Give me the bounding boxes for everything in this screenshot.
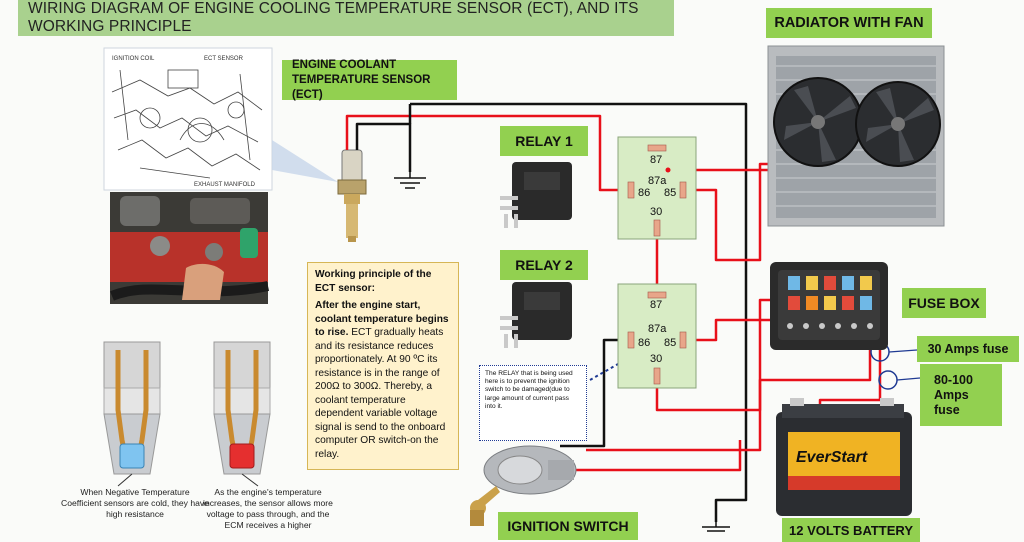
wire-relay2-ignition xyxy=(560,338,628,448)
ntc-sensor-hot xyxy=(213,341,271,475)
wire-main-ground xyxy=(410,102,748,522)
fuse-box-label: FUSE BOX xyxy=(902,288,986,318)
ect-sensor-label: ENGINE COOLANT TEMPERATURE SENSOR (ECT) xyxy=(282,58,457,101)
ignition-switch-label: IGNITION SWITCH xyxy=(498,512,638,540)
ntc-sensor-cold xyxy=(103,341,161,475)
wire-ect-relay1 xyxy=(345,114,628,192)
relay2-pin-86: 86 xyxy=(638,337,650,349)
ect-label-line2: TEMPERATURE SENSOR (ECT) xyxy=(292,73,431,101)
working-principle-box: Working principle of the ECT sensor: Aft… xyxy=(307,262,459,470)
working-principle-bold-text: After the engine start, coolant temperat… xyxy=(315,300,449,338)
working-principle-body-text: ECT gradually heats and its resistance r… xyxy=(315,327,446,460)
ect-sensor-caption: ECT SENSOR xyxy=(204,56,244,62)
relay1-pin-86: 86 xyxy=(638,187,650,199)
relay-note: The RELAY that is being used here is to … xyxy=(479,365,587,441)
ground-symbol-switch xyxy=(702,522,730,532)
fuse80-marker xyxy=(878,370,898,390)
working-principle-heading: Working principle of the ECT sensor: xyxy=(315,269,432,294)
fuse80-label: 80-100 Amps fuse xyxy=(920,364,1002,426)
wire-ect-ground xyxy=(355,122,412,172)
relay1-pin-85: 85 xyxy=(664,187,676,199)
relay1-label: RELAY 1 xyxy=(500,126,588,156)
relay2-pin-87: 87 xyxy=(650,299,662,311)
relay2-pin-30: 30 xyxy=(650,353,662,365)
relay2-pin-85: 85 xyxy=(664,337,676,349)
relay1-pin-87a: 87a xyxy=(648,175,667,187)
exhaust-manifold-caption: EXHAUST MANIFOLD xyxy=(194,182,256,188)
wire-ignition-battery xyxy=(560,440,742,472)
ground-symbol-ect xyxy=(394,172,426,189)
relay1-schematic: 87 87a 86 85 30 xyxy=(617,136,697,240)
fuse80-label-line1: 80-100 xyxy=(934,372,973,387)
relay1-pin-30: 30 xyxy=(650,206,662,218)
fuse30-label: 30 Amps fuse xyxy=(917,336,1019,362)
battery-label: 12 VOLTS BATTERY xyxy=(782,518,920,542)
ect-label-line1: ENGINE COOLANT xyxy=(292,58,397,71)
caption-cold-sensor: When Negative Temperature Coefficient se… xyxy=(61,487,209,519)
ect-sensor-icon xyxy=(337,149,367,242)
fuse80-label-line3: fuse xyxy=(934,402,960,417)
relay2-photo xyxy=(500,282,572,348)
battery-photo: EverStart xyxy=(776,398,912,516)
fuse80-label-line2: Amps xyxy=(934,387,969,402)
fuse-box-photo xyxy=(770,262,888,350)
battery-brand-text: EverStart xyxy=(796,449,868,466)
relay2-label: RELAY 2 xyxy=(500,250,588,280)
wire-relay1-85 xyxy=(686,162,784,262)
relay2-pin-87a: 87a xyxy=(648,323,667,335)
radiator-photo xyxy=(767,45,945,227)
relay2-schematic: 87 87a 86 85 30 xyxy=(617,283,697,389)
relay1-photo xyxy=(500,162,572,228)
ignition-switch-photo xyxy=(470,445,577,526)
radiator-label: RADIATOR WITH FAN xyxy=(766,8,932,38)
ignition-coil-caption: IGNITION COIL xyxy=(112,56,155,62)
page-title: WIRING DIAGRAM OF ENGINE COOLING TEMPERA… xyxy=(18,0,674,36)
caption-hot-sensor: As the engine's temperature increases, t… xyxy=(203,487,333,530)
wire-relay2-fuse xyxy=(686,318,800,342)
relay1-pin-87: 87 xyxy=(650,154,662,166)
engine-photo: IGNITION COIL ECT SENSOR EXHAUST MANIFOL… xyxy=(103,47,338,304)
